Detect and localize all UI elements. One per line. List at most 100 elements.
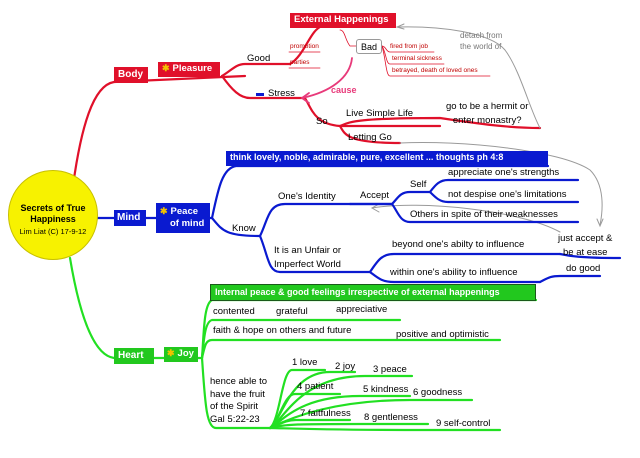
central-author: Lim Liat (C) 17-9-12: [19, 227, 87, 236]
good-label[interactable]: Good: [247, 53, 271, 64]
peace-label-line1: Peace: [170, 206, 199, 217]
just-accept-label[interactable]: just accept & be at ease: [558, 232, 612, 260]
line-appreciate: [428, 178, 580, 194]
line-know: [210, 216, 262, 238]
line-fired: [381, 45, 435, 53]
fruit-joy[interactable]: 2 joy: [335, 361, 356, 372]
line-faith: [200, 338, 502, 360]
line-do-good: [538, 274, 602, 284]
fruit-love[interactable]: 1 love: [292, 357, 318, 368]
hermit-line1: go to be a hermit or: [446, 101, 529, 112]
do-good-label[interactable]: do good: [566, 263, 601, 274]
body-thin-lines: [288, 29, 491, 77]
grateful-label[interactable]: grateful: [276, 306, 308, 317]
fruit-line1: hence able to: [210, 376, 268, 387]
bad-item-sickness[interactable]: terminal sickness: [392, 55, 442, 62]
cause-arrow-head: [300, 92, 310, 104]
peace-of-mind-node[interactable]: ✱Peace of mind: [156, 203, 210, 233]
fruit-patient[interactable]: 4 patient: [297, 381, 334, 392]
cause-arrow: [300, 57, 353, 104]
fruit-line4: Gal 5:22-23: [210, 413, 260, 425]
fruit-goodness[interactable]: 6 goodness: [413, 387, 463, 398]
cause-arrow-line: [301, 57, 353, 99]
fruit-self-control[interactable]: 9 self-control: [436, 418, 491, 429]
trunk-heart: [68, 256, 204, 360]
line-within: [368, 270, 542, 284]
appreciative-label[interactable]: appreciative: [336, 304, 388, 315]
line-letting-go: [338, 124, 402, 145]
positive-label[interactable]: positive and optimistic: [396, 329, 489, 340]
fruit-peace[interactable]: 3 peace: [373, 364, 407, 375]
fruit-kindness[interactable]: 5 kindness: [363, 384, 409, 395]
line-sickness: [381, 45, 445, 65]
beyond-influence-label[interactable]: beyond one's abilty to influence: [392, 239, 525, 250]
line-be-at-ease: [558, 252, 622, 260]
contented-label[interactable]: contented: [213, 306, 255, 317]
within-influence-label[interactable]: within one's ability to influence: [390, 267, 518, 278]
fruit-of-spirit-label[interactable]: hence able to have the fruit of the Spir…: [210, 376, 267, 426]
star-icon: ✱: [162, 63, 170, 73]
good-item-promotion[interactable]: promotion: [290, 43, 319, 50]
line-hermit: [338, 116, 542, 130]
stress-label[interactable]: Stress: [268, 88, 295, 99]
line-others: [348, 202, 580, 224]
bad-node[interactable]: Bad: [356, 39, 382, 54]
arrow-detach: [397, 26, 541, 129]
unfair-world-label[interactable]: It is an Unfair or Imperfect World: [274, 244, 341, 272]
internal-peace-node[interactable]: Internal peace & good feelings irrespect…: [210, 284, 536, 301]
fruit-gentleness[interactable]: 8 gentleness: [364, 412, 418, 423]
just-accept-line1: just accept &: [558, 233, 613, 244]
bad-item-betrayed[interactable]: betrayed, death of loved ones: [392, 67, 478, 74]
heart-node[interactable]: Heart: [114, 348, 154, 364]
arrow-just-accept: [399, 141, 603, 226]
cause-label: cause: [331, 85, 357, 95]
not-despise-label[interactable]: not despise one's limitations: [448, 189, 567, 200]
line-stress: [220, 74, 307, 100]
fruit-line2: have the fruit: [210, 388, 265, 400]
mind-node[interactable]: Mind: [114, 210, 146, 226]
bad-item-fired[interactable]: fired from job: [390, 43, 428, 50]
line-good: [220, 62, 292, 78]
line-self-control: [268, 426, 502, 432]
letting-go-label[interactable]: Letting Go: [348, 132, 392, 143]
appreciate-strengths-label[interactable]: appreciate one's strengths: [448, 167, 560, 178]
self-label[interactable]: Self: [410, 179, 427, 190]
line-bad: [339, 29, 357, 47]
central-topic[interactable]: Secrets of True Happiness Lim Liat (C) 1…: [8, 170, 98, 260]
gray-arrows: [370, 23, 604, 233]
line-betrayed: [381, 45, 491, 77]
live-simple-label[interactable]: Live Simple Life: [346, 108, 414, 119]
so-label[interactable]: So: [316, 116, 328, 127]
external-happenings-node[interactable]: External Happenings: [290, 13, 396, 28]
detach-note: detach from the world of: [460, 30, 502, 52]
line-think: [210, 164, 550, 220]
hermit-note[interactable]: go to be a hermit or enter monastry?: [446, 100, 528, 128]
accept-label[interactable]: Accept: [360, 190, 390, 201]
pleasure-node[interactable]: ✱Pleasure: [158, 62, 220, 77]
hermit-line2: enter monastry?: [452, 115, 522, 126]
line-fruit: [200, 356, 272, 430]
joy-label: Joy: [177, 348, 194, 359]
fruit-line3: of the Spirit: [210, 401, 259, 412]
just-accept-line2: be at ease: [563, 247, 608, 258]
heart-branch-lines: [68, 256, 538, 432]
know-label[interactable]: Know: [232, 223, 256, 234]
body-node[interactable]: Body: [114, 67, 148, 83]
faith-hope-label[interactable]: faith & hope on others and future: [213, 325, 352, 336]
line-beyond: [368, 252, 562, 274]
central-title-line2: Happiness: [30, 214, 76, 224]
good-item-parties[interactable]: parties: [290, 59, 310, 66]
pleasure-label: Pleasure: [172, 63, 213, 74]
star-icon: ✱: [167, 348, 175, 358]
stress-marker-icon: [256, 93, 264, 96]
line-despise: [428, 190, 580, 204]
line-identity: [258, 202, 352, 238]
fruit-faitfulness[interactable]: 7 faitfulness: [300, 408, 351, 419]
others-label[interactable]: Others in spite of their weaknesses: [410, 209, 558, 220]
central-title: Secrets of True Happiness: [9, 203, 97, 225]
identity-label[interactable]: One's Identity: [278, 191, 336, 202]
think-lovely-node[interactable]: think lovely, noble, admirable, pure, ex…: [226, 151, 548, 166]
joy-node[interactable]: ✱Joy: [164, 347, 198, 362]
detach-line2: the world of: [460, 42, 502, 51]
